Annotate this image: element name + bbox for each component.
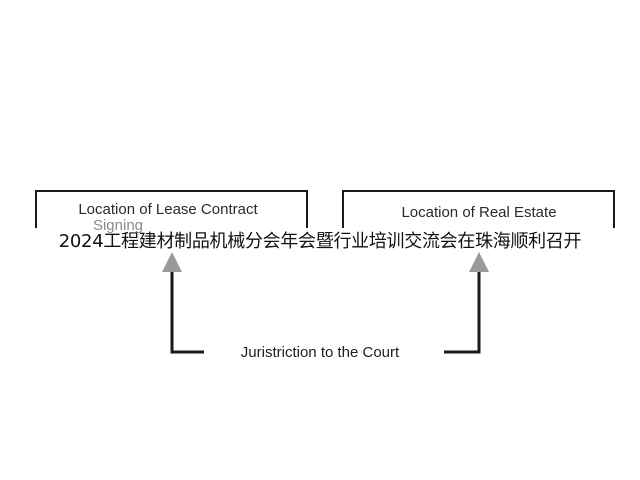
left-box-label-line1: Location of Lease Contract (78, 201, 258, 218)
right-box-outline (342, 190, 615, 228)
right-arrowhead (469, 252, 489, 272)
left-connector-line (170, 272, 204, 354)
right-connector-line (444, 272, 481, 354)
overlay-caption: 2024工程建材制品机械分会年会暨行业培训交流会在珠海顺利召开 (58, 231, 582, 252)
left-arrowhead (162, 252, 182, 272)
connector-label: Juristriction to the Court (241, 344, 400, 361)
left-box-outline (35, 190, 308, 228)
left-box-label-line2: Signing (93, 217, 143, 234)
right-box-label: Location of Real Estate (401, 204, 556, 221)
